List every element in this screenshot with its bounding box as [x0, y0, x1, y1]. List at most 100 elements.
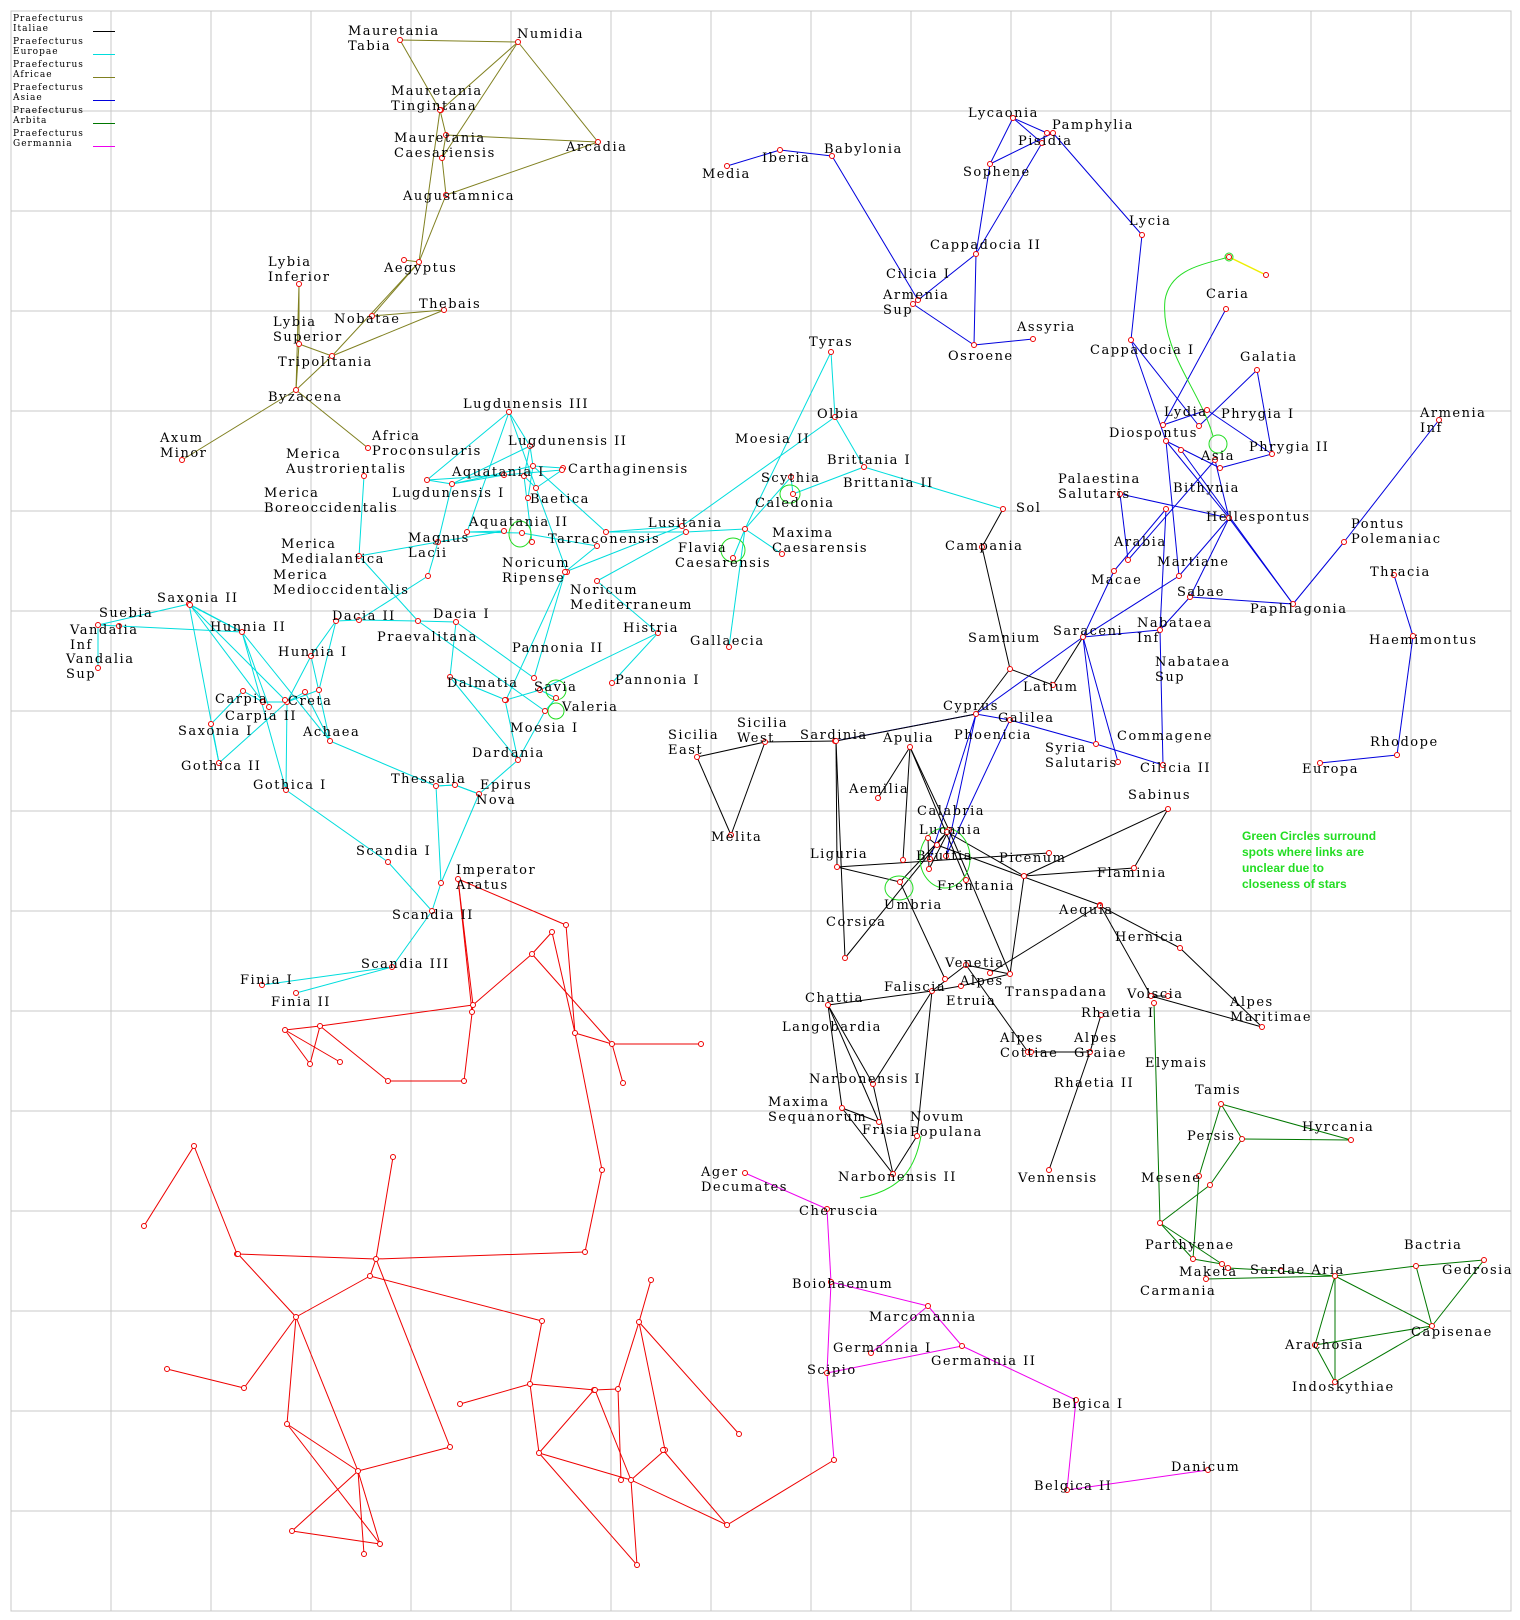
star-marker [337, 1059, 343, 1065]
germannia-link [826, 1208, 832, 1283]
star-marker [1030, 336, 1036, 342]
star-marker [1157, 627, 1163, 633]
unclaimed-link [457, 878, 567, 926]
star-label: Liguria [810, 847, 868, 862]
europae-link [521, 532, 598, 547]
star-label: Olbia [817, 407, 860, 422]
star-label: Germannia II [931, 1354, 1036, 1369]
italiae-link [960, 973, 1011, 987]
unclaimed-link [551, 931, 576, 1034]
star-label: Babylonia [824, 142, 903, 157]
star-label: Lycaonia [968, 106, 1039, 121]
italiae-link [936, 844, 1101, 906]
star-marker [141, 1223, 147, 1229]
italiae-link [1179, 947, 1263, 1028]
star-marker [385, 1078, 391, 1084]
italiae-link [1023, 867, 1135, 877]
star-label: Arabia [1113, 535, 1167, 550]
star-marker [527, 443, 533, 449]
star-marker [385, 859, 391, 865]
star-marker [433, 783, 439, 789]
star-label: Medioccidentalis [273, 583, 409, 598]
europae-link [744, 476, 792, 530]
star-label: Haemimontus [1369, 633, 1478, 648]
star-marker [1010, 115, 1016, 121]
star-label: West [737, 731, 775, 746]
star-marker [282, 697, 288, 703]
africae-link [295, 283, 300, 391]
route-links [97, 39, 1485, 1566]
star-marker [266, 704, 272, 710]
germannia-link [744, 1172, 828, 1210]
europae-link [466, 411, 510, 533]
star-label: Transpadana [1005, 985, 1107, 1000]
star-marker [191, 1143, 197, 1149]
star-label: East [668, 743, 703, 758]
unclaimed-link [574, 1032, 603, 1171]
star-label: Scandia III [361, 957, 450, 972]
star-marker [1128, 337, 1134, 343]
star-marker [307, 1061, 313, 1067]
star-marker [476, 791, 482, 797]
europae-link [358, 575, 429, 621]
star-marker [302, 689, 308, 695]
star-label: Narbonensis II [838, 1170, 957, 1185]
star-marker [452, 782, 458, 788]
europae-link [426, 474, 505, 481]
asiae-link [1082, 636, 1119, 763]
star-marker [973, 251, 979, 257]
unclaimed-link [286, 1423, 381, 1545]
star-marker [828, 1279, 834, 1285]
europae-link [435, 785, 442, 884]
star-marker [1196, 423, 1202, 429]
star-label: Media [702, 167, 751, 182]
africae-link [441, 41, 519, 159]
star-label: Thebais [419, 297, 481, 312]
star-label: Hyrcania [1302, 1120, 1374, 1135]
star-marker [239, 629, 245, 635]
star-marker [562, 569, 568, 575]
arbita-link [1415, 1259, 1485, 1267]
star-marker [779, 551, 785, 557]
star-label: Syria [1045, 741, 1087, 756]
star-label: Africa [371, 429, 420, 444]
star-marker [648, 1277, 654, 1283]
star-marker [1046, 850, 1052, 856]
star-marker [1410, 633, 1416, 639]
star-label: Commagene [1117, 729, 1213, 744]
asiae-link [1119, 493, 1129, 561]
asiae-link [726, 149, 781, 167]
star-label: Frisia [862, 1123, 909, 1138]
asiae-link [1130, 234, 1143, 341]
asiae-link [975, 636, 1084, 715]
star-label: Vennensis [1017, 1171, 1098, 1186]
star-label: Lugdunensis III [463, 397, 589, 412]
italiae-link [877, 746, 911, 799]
star-label: Lugdunensis II [508, 434, 627, 449]
star-label: Caesarensis [675, 556, 771, 571]
star-label: Merica [264, 486, 319, 501]
italiae-link [1009, 668, 1054, 686]
unclaimed-link [295, 1316, 359, 1472]
star-marker [241, 1385, 247, 1391]
star-label: Sardinia [800, 728, 868, 743]
legend-label: Asiae [13, 93, 43, 103]
star-marker [515, 39, 521, 45]
germannia-link [961, 1345, 1077, 1401]
star-marker [1046, 1167, 1052, 1173]
star-marker [536, 1450, 542, 1456]
europae-link [241, 631, 270, 708]
europae-link [189, 604, 264, 703]
star-marker [839, 1105, 845, 1111]
star-label: Lucania [919, 823, 982, 838]
star-marker [1064, 1487, 1070, 1493]
europae-link [241, 631, 287, 791]
star-label: Finia I [240, 973, 293, 988]
star-label: Campania [945, 539, 1023, 554]
asiae-link [1012, 117, 1048, 134]
star-label: Rhaetia I [1081, 1006, 1155, 1021]
star-marker [987, 161, 993, 167]
star-marker [1223, 306, 1229, 312]
star-label: Saxonia II [157, 591, 239, 606]
